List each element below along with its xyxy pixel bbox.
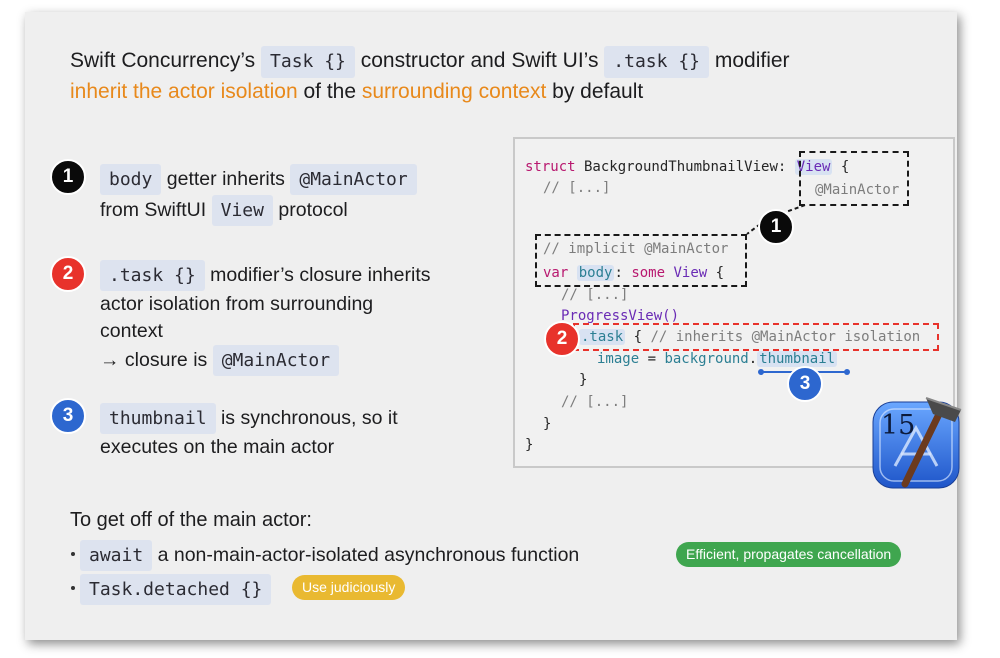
step-badge-3: 3 [50,398,86,434]
step-badge-2: 2 [50,256,86,292]
code-dot: . [748,351,758,367]
code-colon: : [614,265,632,281]
code-panel: struct BackgroundThumbnailView: View { /… [513,137,955,468]
point-2: .task {} modifier’s closure inherits act… [100,260,520,376]
title-text-2: constructor and Swift UI’s [360,49,599,72]
point-3-text: is synchronous, so it [220,407,398,429]
point-2-text: modifier’s closure inherits [210,264,431,286]
code-struct-name: BackgroundThumbnailView: [575,159,795,175]
pill-judiciously: Use judiciously [292,575,406,600]
code-badge-2: 2 [544,321,580,357]
point-1-code-mainactor: @MainActor [290,164,417,195]
code-line-9: } [579,372,588,388]
code-line-3: // implicit @MainActor [543,241,729,257]
code-line-7: .task { // inherits @MainActor isolation [579,328,920,346]
title-text-4: of the [303,80,357,103]
point-3-code: thumbnail [100,403,216,434]
underline-dot-left [758,369,764,375]
code-line-11: } [543,416,552,432]
slide: Swift Concurrency’s Task {} constructor … [25,12,962,640]
point-2-line-2: actor isolation from surrounding [100,293,374,315]
title-text-3: modifier [714,49,790,72]
code-type-view: View [794,159,833,175]
point-3: thumbnail is synchronous, so it executes… [100,403,500,461]
bullet-2 [71,586,75,590]
code-line-10: // [...] [561,394,629,410]
connector-1 [746,204,806,235]
pill-efficient: Efficient, propagates cancellation [676,542,902,567]
point-2-code-mainactor: @MainActor [212,345,340,376]
dashed-box-view-mainactor [799,151,909,206]
title-code-task-modifier: .task {} [604,46,709,78]
code-brace: { [832,159,850,175]
point-2-code: .task {} [100,260,205,291]
code-comment-inherits: // inherits @MainActor isolation [650,329,921,345]
title-text-5: by default [552,80,644,103]
code-equals: = [639,351,665,367]
bottom-item-2: Task.detached {} [80,574,272,605]
bottom-item-1: await a non-main-actor-isolated asynchro… [80,540,579,571]
code-badge-3: 3 [787,366,823,402]
xcode-icon: 15 [871,388,963,492]
title-highlight-1: inherit the actor isolation [70,80,298,103]
point-1-code: body [100,164,162,195]
bullet-1 [71,552,75,556]
slide-title: Swift Concurrency’s Task {} constructor … [70,46,930,106]
bottom-heading: To get off of the main actor: [70,509,312,531]
code-prop-task: .task [579,329,626,345]
code-kw-var: var [543,265,569,281]
title-text-1: Swift Concurrency’s [70,49,256,72]
code-line-1: struct BackgroundThumbnailView: View { [525,158,849,176]
code-line-8: image = background.thumbnail [597,350,838,368]
step-badge-1: 1 [50,159,86,195]
title-code-task: Task {} [261,46,355,78]
code-line-5: // [...] [561,287,629,303]
code-image: image [597,351,640,367]
code-kw-struct: struct [525,159,576,175]
underline-dot-right [844,369,850,375]
code-line-4: var body: some View { [543,264,724,282]
code-brace-2: { [707,265,725,281]
code-badge-1: 1 [758,209,794,245]
point-2-arrow-text: → closure is [100,349,208,371]
point-2-line-3: context [100,320,163,342]
code-line-6: ProgressView() [561,308,680,324]
bottom-code-task-detached: Task.detached {} [80,574,272,605]
code-thumbnail: thumbnail [757,351,838,367]
code-mainactor-annotation: @MainActor [815,182,900,198]
code-line-2: // [...] [543,180,611,196]
bottom-text-1: a non-main-actor-isolated asynchronous f… [157,544,580,566]
point-1: body getter inherits @MainActor from Swi… [100,164,500,226]
code-type-view-2: View [665,265,708,281]
code-background: background [664,351,749,367]
code-kw-some: some [631,265,666,281]
code-line-12: } [525,437,534,453]
point-1-text-2: from SwiftUI [100,199,207,221]
xcode-version-badge: 15 [881,410,916,441]
code-prop-body: body [576,265,615,281]
point-1-text: getter inherits [166,168,285,190]
point-1-text-3: protocol [278,199,348,221]
title-highlight-2: surrounding context [361,80,547,103]
point-1-code-view: View [211,195,273,226]
code-brace-3: { [625,329,651,345]
xcode-icon-graphic [872,397,962,489]
bottom-code-await: await [80,540,153,571]
dashed-box-body [535,234,747,287]
point-3-line-2: executes on the main actor [100,436,335,458]
